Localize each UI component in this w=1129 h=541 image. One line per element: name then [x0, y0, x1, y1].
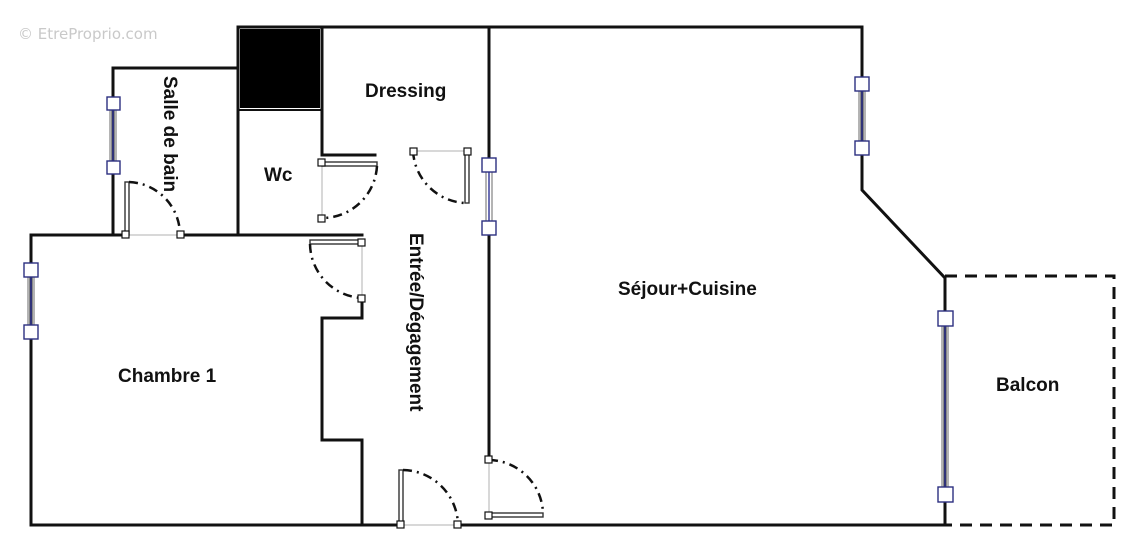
- shaft-outline: [237, 26, 323, 111]
- window-entree: [481, 157, 497, 236]
- door-chambre: [308, 238, 366, 303]
- window-balcon: [937, 310, 954, 503]
- balcony-outline: [945, 274, 1116, 527]
- windows: [23, 76, 954, 503]
- doors: [121, 147, 545, 529]
- wall-right: [860, 25, 947, 527]
- door-salle-de-bain: [121, 180, 185, 239]
- window-salle-de-bain: [106, 96, 121, 175]
- room-label-sejour: Séjour+Cuisine: [618, 279, 757, 300]
- door-dressing: [409, 147, 472, 205]
- technical-shaft: [240, 29, 320, 108]
- door-entree: [396, 468, 462, 529]
- wall-chambre-right: [320, 298, 364, 527]
- room-label-salle-de-bain: Salle de bain: [159, 76, 180, 192]
- watermark-text: © EtreProprio.com: [18, 25, 158, 43]
- window-chambre: [23, 262, 39, 340]
- room-label-balcon: Balcon: [996, 375, 1059, 396]
- room-label-chambre: Chambre 1: [118, 366, 217, 387]
- window-sejour: [854, 76, 870, 156]
- door-wc: [317, 158, 379, 223]
- door-sejour: [484, 455, 545, 520]
- room-label-dressing: Dressing: [365, 81, 446, 102]
- room-label-entree: Entrée/Dégagement: [405, 233, 426, 412]
- room-label-wc: Wc: [264, 165, 293, 186]
